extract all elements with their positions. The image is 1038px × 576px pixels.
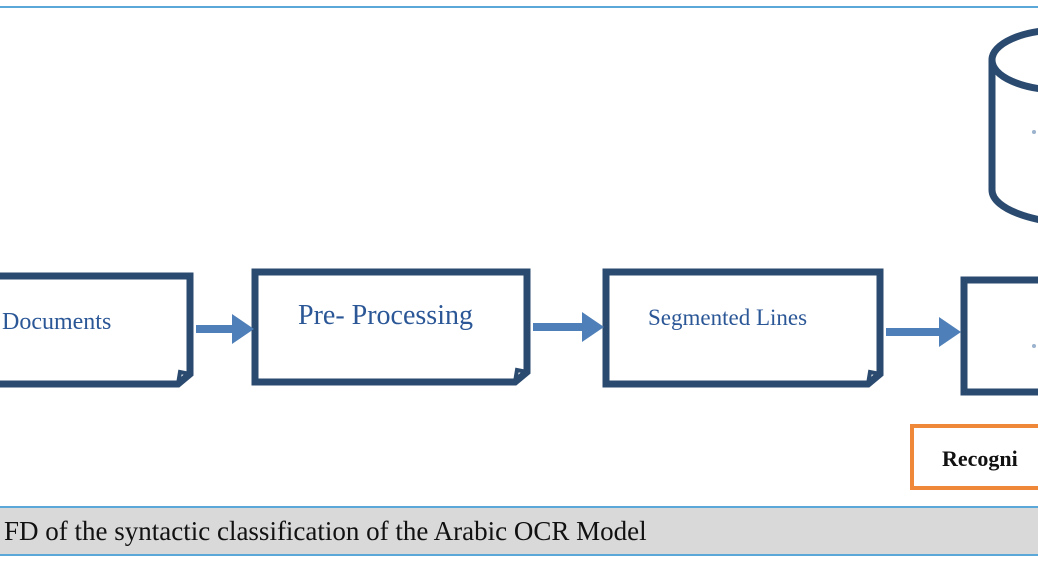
flow-diagram — [0, 28, 1038, 396]
arrow-segmented-to-classification — [886, 317, 961, 347]
classification-box — [960, 276, 1038, 396]
documents-label: Documents — [2, 309, 112, 335]
preprocessing-box — [251, 268, 531, 386]
segmented-lines-label: Segmented Lines — [648, 305, 808, 330]
recognition-box: Recogni — [910, 424, 1038, 490]
figure-caption-bar: FD of the syntactic classification of th… — [0, 506, 1038, 556]
database-cylinder — [988, 28, 1038, 223]
recognition-label: Recogni — [942, 446, 1018, 471]
figure-frame — [0, 6, 1038, 506]
segmented-lines-box — [602, 268, 884, 388]
figure-caption: FD of the syntactic classification of th… — [4, 516, 647, 546]
preprocessing-label: Pre- Processing — [298, 300, 473, 331]
arrow-preprocessing-to-segmented — [533, 312, 604, 342]
documents-box — [0, 272, 194, 388]
arrow-documents-to-preprocessing — [196, 314, 254, 344]
